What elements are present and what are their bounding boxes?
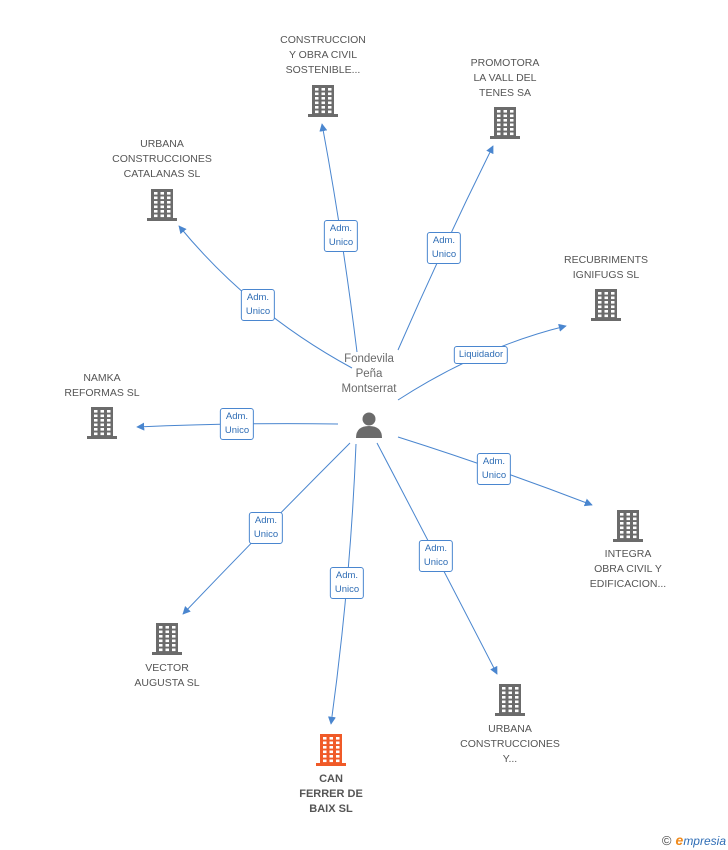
- company-label-line: INTEGRA: [604, 548, 652, 560]
- relation-label-line: Unico: [253, 529, 279, 540]
- brand-name: mpresia: [683, 834, 726, 848]
- company-label-line: CONSTRUCCION: [280, 34, 366, 46]
- company-label-line: VECTOR: [145, 662, 189, 674]
- relation-label-construccion[interactable]: Adm. Unico: [323, 220, 359, 252]
- company-label-line: REFORMAS SL: [64, 387, 140, 399]
- person-name-line: Montserrat: [341, 383, 397, 395]
- relation-label-line: Unico: [245, 306, 271, 317]
- relation-label-line: Unico: [224, 425, 250, 436]
- company-label-line: TENES SA: [479, 87, 531, 99]
- company-label-line: CONSTRUCCIONES: [460, 738, 560, 750]
- company-label-namka[interactable]: NAMKA REFORMAS SL: [64, 371, 139, 401]
- relation-label-line: Unico: [431, 249, 457, 260]
- relation-label-line: Unico: [334, 584, 360, 595]
- company-label-line: IGNIFUGS SL: [572, 269, 640, 281]
- building-icon-can-ferrer[interactable]: [316, 734, 346, 766]
- company-label-line: Y OBRA CIVIL: [288, 49, 358, 61]
- building-icon-recubriments[interactable]: [591, 289, 621, 321]
- company-label-line: AUGUSTA SL: [134, 677, 200, 689]
- relation-label-recubriments[interactable]: Liquidador: [453, 346, 509, 364]
- person-icon[interactable]: [356, 412, 382, 439]
- relation-label-line: Liquidador: [458, 349, 504, 360]
- relation-label-line: Adm.: [246, 292, 270, 303]
- relation-label-line: Unico: [423, 557, 449, 568]
- person-name-line: Peña: [355, 368, 383, 380]
- relation-label-line: Unico: [481, 470, 507, 481]
- company-label-urbana-catalanas[interactable]: URBANA CONSTRUCCIONES CATALANAS SL: [112, 137, 212, 182]
- relation-label-line: Adm.: [254, 515, 278, 526]
- relation-label-vector[interactable]: Adm. Unico: [248, 512, 284, 544]
- relation-label-urbana-catalanas[interactable]: Adm. Unico: [240, 289, 276, 321]
- relation-label-can-ferrer[interactable]: Adm. Unico: [329, 567, 365, 599]
- brand-initial: e: [675, 832, 684, 848]
- company-label-line: RECUBRIMENTS: [563, 254, 649, 266]
- building-icon-urbana-catalanas[interactable]: [147, 189, 177, 221]
- company-label-line: SOSTENIBLE...: [285, 64, 361, 76]
- company-label-vector[interactable]: VECTOR AUGUSTA SL: [134, 661, 199, 691]
- company-label-urbana-y[interactable]: URBANA CONSTRUCCIONES Y...: [460, 722, 560, 767]
- building-icon-urbana-y[interactable]: [495, 684, 525, 716]
- company-label-line: CATALANAS SL: [123, 168, 201, 180]
- company-label-line: LA VALL DEL: [473, 72, 537, 84]
- person-name-line: Fondevila: [344, 353, 394, 365]
- relation-label-line: Adm.: [432, 235, 456, 246]
- relation-label-promotora[interactable]: Adm. Unico: [426, 232, 462, 264]
- building-icon-namka[interactable]: [87, 407, 117, 439]
- relation-label-line: Adm.: [335, 570, 359, 581]
- company-label-line: NAMKA: [83, 372, 121, 384]
- company-label-can-ferrer[interactable]: CAN FERRER DE BAIX SL: [299, 772, 363, 817]
- building-icon-promotora[interactable]: [490, 107, 520, 139]
- company-label-line: CAN: [319, 773, 343, 785]
- relation-label-line: Adm.: [225, 411, 249, 422]
- relation-label-line: Adm.: [424, 543, 448, 554]
- company-label-line: OBRA CIVIL Y: [594, 563, 662, 575]
- company-label-line: FERRER DE: [299, 788, 363, 800]
- company-label-line: BAIX SL: [309, 803, 353, 815]
- relation-label-urbana-y[interactable]: Adm. Unico: [418, 540, 454, 572]
- company-label-line: URBANA: [488, 723, 532, 735]
- company-label-integra[interactable]: INTEGRA OBRA CIVIL Y EDIFICACION...: [590, 547, 666, 592]
- relation-label-line: Unico: [328, 237, 354, 248]
- building-icon-vector[interactable]: [152, 623, 182, 655]
- building-icon-construccion[interactable]: [308, 85, 338, 117]
- company-label-line: CONSTRUCCIONES: [112, 153, 212, 165]
- relation-label-namka[interactable]: Adm. Unico: [219, 408, 255, 440]
- company-label-line: PROMOTORA: [470, 57, 540, 69]
- company-label-line: Y...: [502, 753, 518, 765]
- building-icon-integra[interactable]: [613, 510, 643, 542]
- copyright-symbol: ©: [661, 833, 672, 848]
- relation-label-integra[interactable]: Adm. Unico: [476, 453, 512, 485]
- company-label-line: EDIFICACION...: [589, 578, 667, 590]
- company-label-promotora[interactable]: PROMOTORA LA VALL DEL TENES SA: [471, 56, 540, 101]
- relation-label-line: Adm.: [329, 223, 353, 234]
- company-label-construccion[interactable]: CONSTRUCCION Y OBRA CIVIL SOSTENIBLE...: [280, 33, 366, 78]
- footer-brand: ©empresia: [662, 832, 726, 848]
- company-label-recubriments[interactable]: RECUBRIMENTS IGNIFUGS SL: [564, 253, 648, 283]
- relation-label-line: Adm.: [482, 456, 506, 467]
- company-label-line: URBANA: [140, 138, 184, 150]
